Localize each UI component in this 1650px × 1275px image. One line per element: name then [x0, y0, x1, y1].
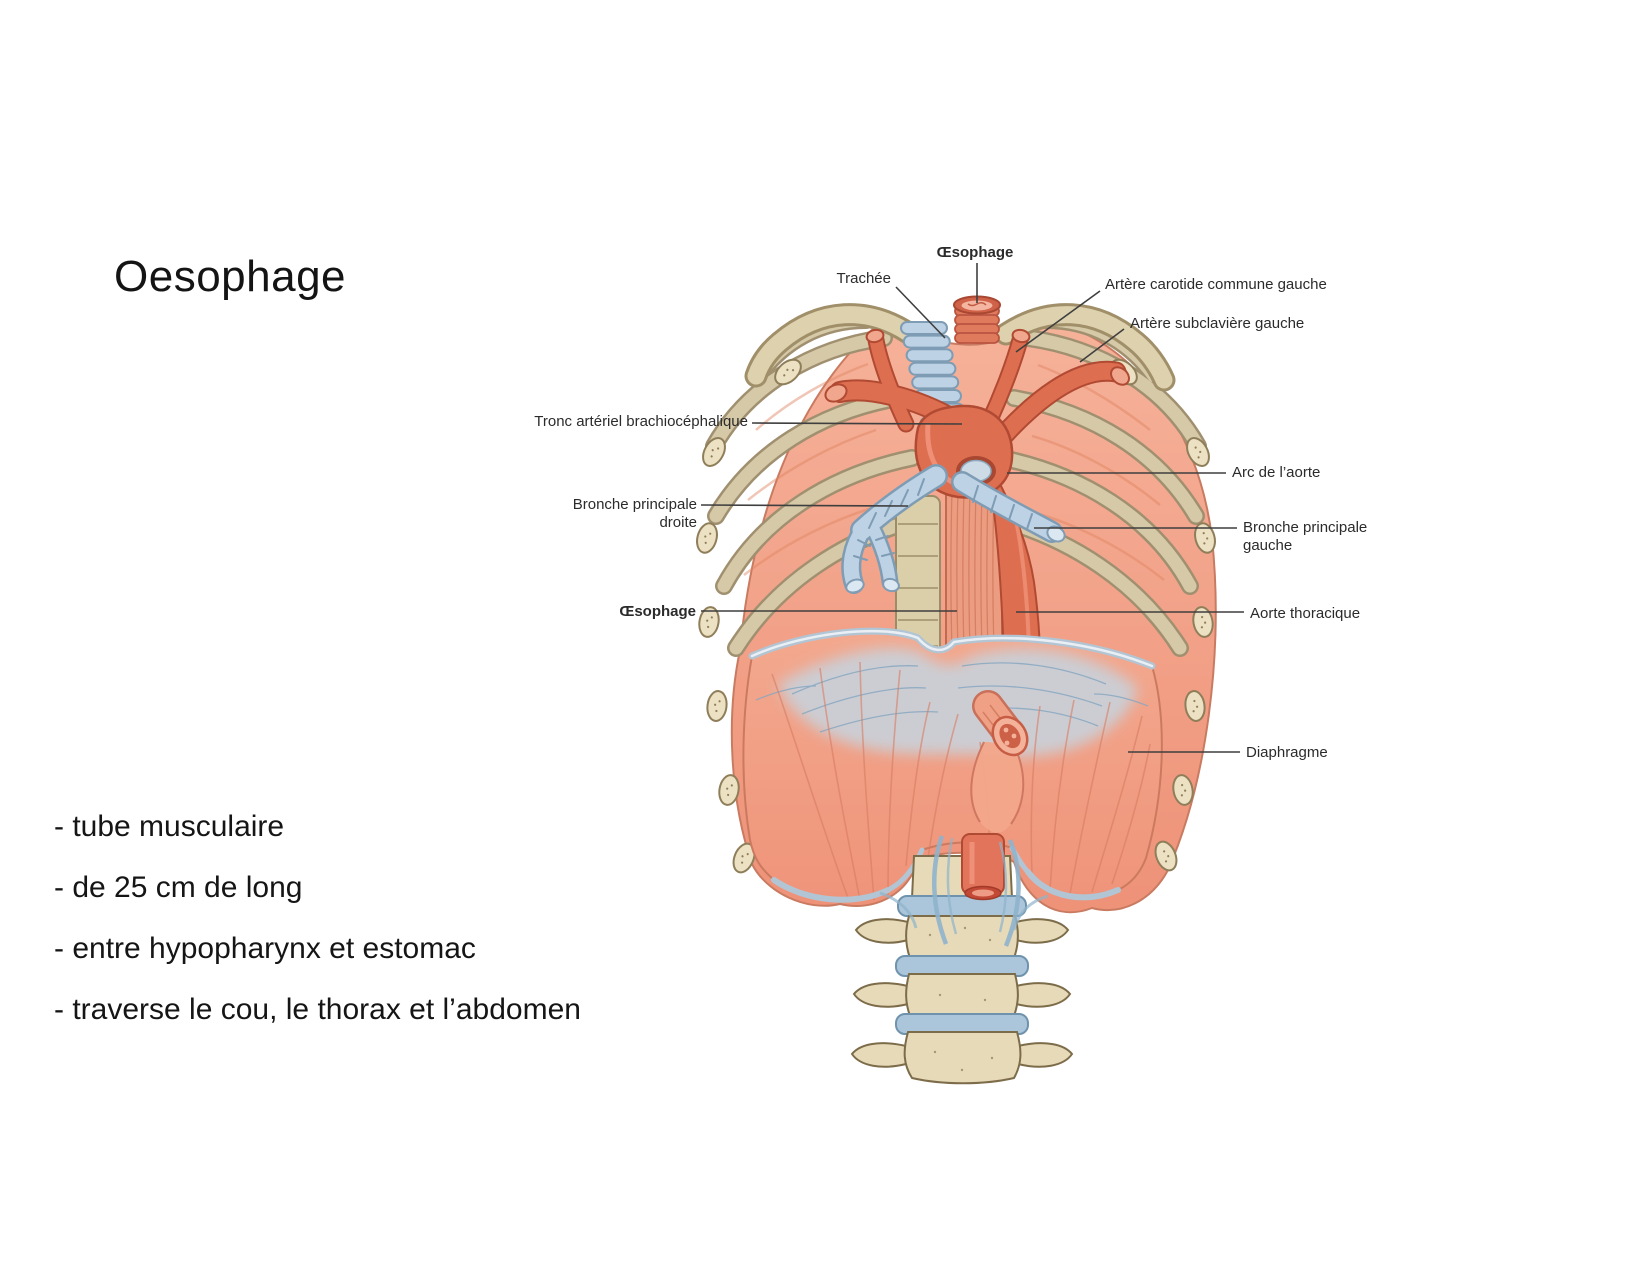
esophagus-stump: [953, 295, 1001, 344]
bullet-hypopharynx-estomac: - entre hypopharynx et estomac: [54, 932, 476, 965]
esophageal-hiatus: [970, 690, 1029, 833]
label-bronche-principale-gauche: Bronche principale gauche: [1243, 519, 1367, 555]
label-artere-carotide: Artère carotide commune gauche: [1105, 276, 1327, 293]
label-trachee: Trachée: [836, 270, 891, 287]
leader-lines: [700, 263, 1244, 753]
label-bronche-principale-droite: Bronche principale droite: [573, 496, 697, 532]
label-bronche-droite-line1: Bronche principale: [572, 496, 697, 513]
label-oesophage-top: Œsophage: [936, 244, 1014, 261]
label-artere-subclaviere: Artère subclavière gauche: [1130, 315, 1305, 332]
bullet-traverse: - traverse le cou, le thorax et l’abdome…: [54, 993, 581, 1026]
label-oesophage-gauche: Œsophage: [619, 603, 696, 620]
bullet-longueur: - de 25 cm de long: [54, 871, 303, 904]
bullet-tube-musculaire: - tube musculaire: [54, 810, 285, 843]
aorta-abdominal: [961, 833, 1005, 901]
label-arc-aorte: Arc de l’aorte: [1232, 464, 1321, 481]
label-bronche-droite-line2: droite: [659, 514, 697, 531]
label-tronc-brachiocephalique: Tronc artériel brachiocéphalique: [534, 413, 748, 430]
label-diaphragme: Diaphragme: [1246, 744, 1328, 761]
diaphragm: [742, 627, 1163, 903]
crura-lines: [879, 835, 1049, 947]
spine: [850, 855, 1074, 1085]
label-aorte-thoracique: Aorte thoracique: [1250, 605, 1361, 622]
label-bronche-gauche-line2: gauche: [1243, 537, 1293, 554]
page-title: Oesophage: [114, 252, 347, 301]
label-bronche-gauche-line1: Bronche principale: [1243, 519, 1368, 536]
clavicle-bones: [744, 303, 1176, 392]
